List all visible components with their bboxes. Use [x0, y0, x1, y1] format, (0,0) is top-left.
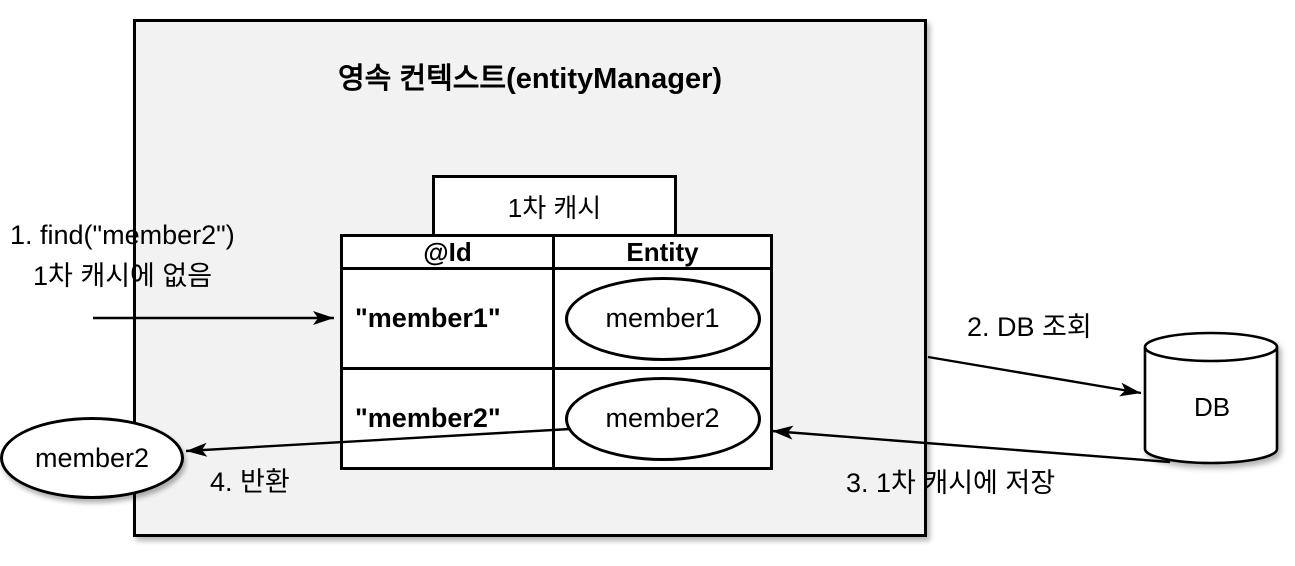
- cache-table: @Id Entity "member1" member1 "member2" m…: [340, 234, 773, 470]
- entity-ellipse-member2-label: member2: [605, 403, 720, 433]
- cache-table-row2-entity-cell: member2: [555, 370, 770, 467]
- entity-ellipse-member1-label: member1: [605, 303, 720, 333]
- step4-return-label: 4. 반환: [210, 467, 290, 497]
- cache-table-header-id: @Id: [343, 237, 555, 270]
- step2-db-query-label: 2. DB 조회: [967, 312, 1092, 342]
- step3-store-cache-label: 3. 1차 캐시에 저장: [846, 468, 1056, 498]
- cache-table-row1-entity-cell: member1: [555, 270, 770, 370]
- step1-cache-miss-label: 1차 캐시에 없음: [33, 261, 213, 291]
- arrow-step2-db-query: [927, 355, 1142, 397]
- cache-table-row2-id: "member2": [343, 370, 555, 467]
- first-level-cache-label: 1차 캐시: [507, 192, 602, 223]
- cache-table-header-entity: Entity: [555, 237, 770, 270]
- cache-table-row1-id: "member1": [343, 270, 555, 370]
- step1-find-label: 1. find("member2"): [10, 220, 235, 250]
- returned-entity-label: member2: [34, 442, 150, 473]
- entity-ellipse-member1: member1: [564, 276, 761, 361]
- returned-entity-ellipse: member2: [0, 417, 184, 499]
- persistence-context-title: 영속 컨텍스트(entityManager): [337, 63, 723, 95]
- entity-ellipse-member2: member2: [564, 376, 761, 461]
- first-level-cache-label-box: 1차 캐시: [432, 175, 677, 237]
- db-label: DB: [1193, 392, 1231, 422]
